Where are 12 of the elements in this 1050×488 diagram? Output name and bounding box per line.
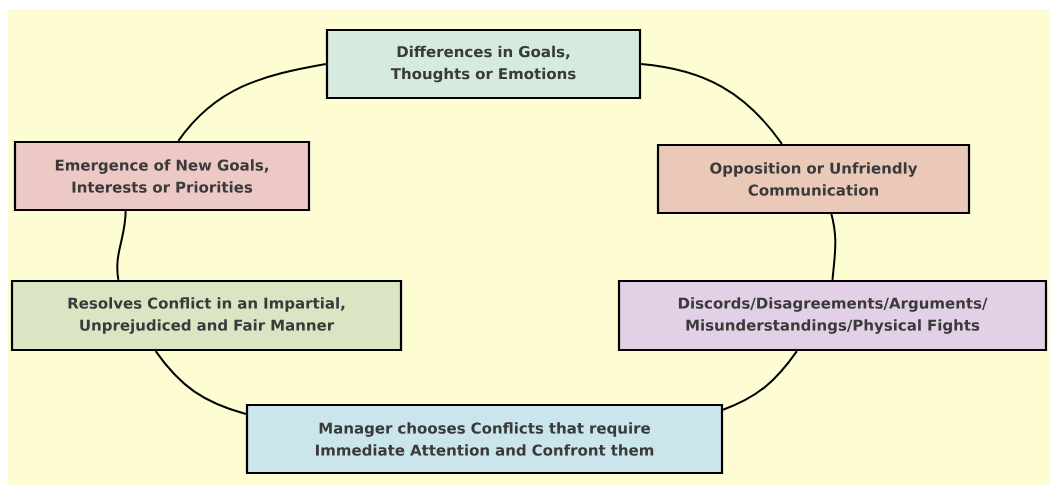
process-box: Differences in Goals, Thoughts or Emotions <box>325 28 642 100</box>
connector-line <box>154 350 247 415</box>
connector-line <box>722 350 798 411</box>
connector-line <box>177 63 327 142</box>
process-box: Opposition or Unfriendly Communication <box>656 143 971 215</box>
connector-line <box>830 213 837 281</box>
process-box: Discords/Disagreements/Arguments/ Misunderstandings/Physical Fights <box>617 279 1048 352</box>
connector-line <box>116 210 127 281</box>
process-box: Manager chooses Conflicts that require Immediate Attention and Confront them <box>245 403 724 475</box>
process-box: Emergence of New Goals, Interests or Priorities <box>13 140 311 212</box>
process-box: Resolves Conflict in an Impartial, Unprejudiced and Fair Manner <box>10 279 403 352</box>
connector-line <box>640 63 783 145</box>
